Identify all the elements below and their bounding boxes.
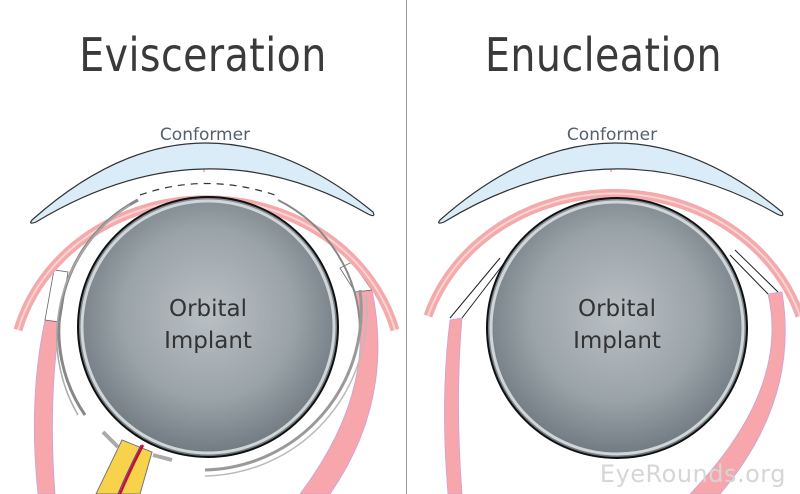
left-muscle-insertion (44, 269, 69, 323)
left-rectus-muscle-enucleation (444, 317, 463, 494)
eyerounds-watermark: EyeRounds.org (599, 460, 786, 488)
orbital-implant-left (77, 196, 339, 458)
evisceration-title: Evisceration (79, 28, 327, 82)
enucleation-diagram: Orbital Implant Conformer (423, 125, 800, 494)
left-muscle-sutures (449, 257, 506, 319)
panel-divider (406, 0, 407, 494)
implant-label-line1-right: Orbital (578, 296, 656, 322)
enucleation-title: Enucleation (485, 28, 722, 82)
right-rectus-muscle-enucleation (689, 291, 786, 494)
evisceration-diagram: Orbital Implant Conformer (13, 125, 400, 494)
right-muscle-sutures (729, 249, 779, 295)
dashed-closure-line (139, 182, 276, 196)
scleral-shell-right (277, 199, 361, 331)
implant-label-line2-right: Implant (573, 328, 661, 354)
implant-label-line2: Implant (164, 328, 252, 354)
left-rectus-muscle (33, 319, 61, 494)
conformer-label-right: Conformer (567, 125, 657, 145)
conformer-label-left: Conformer (160, 125, 250, 145)
conformer-left (30, 142, 375, 224)
conformer-right (438, 142, 784, 224)
orbital-implant-right (486, 197, 748, 459)
scleral-shell-bottom-right (204, 289, 363, 472)
implant-label-line1: Orbital (169, 296, 247, 322)
right-rectus-muscle (299, 289, 379, 494)
